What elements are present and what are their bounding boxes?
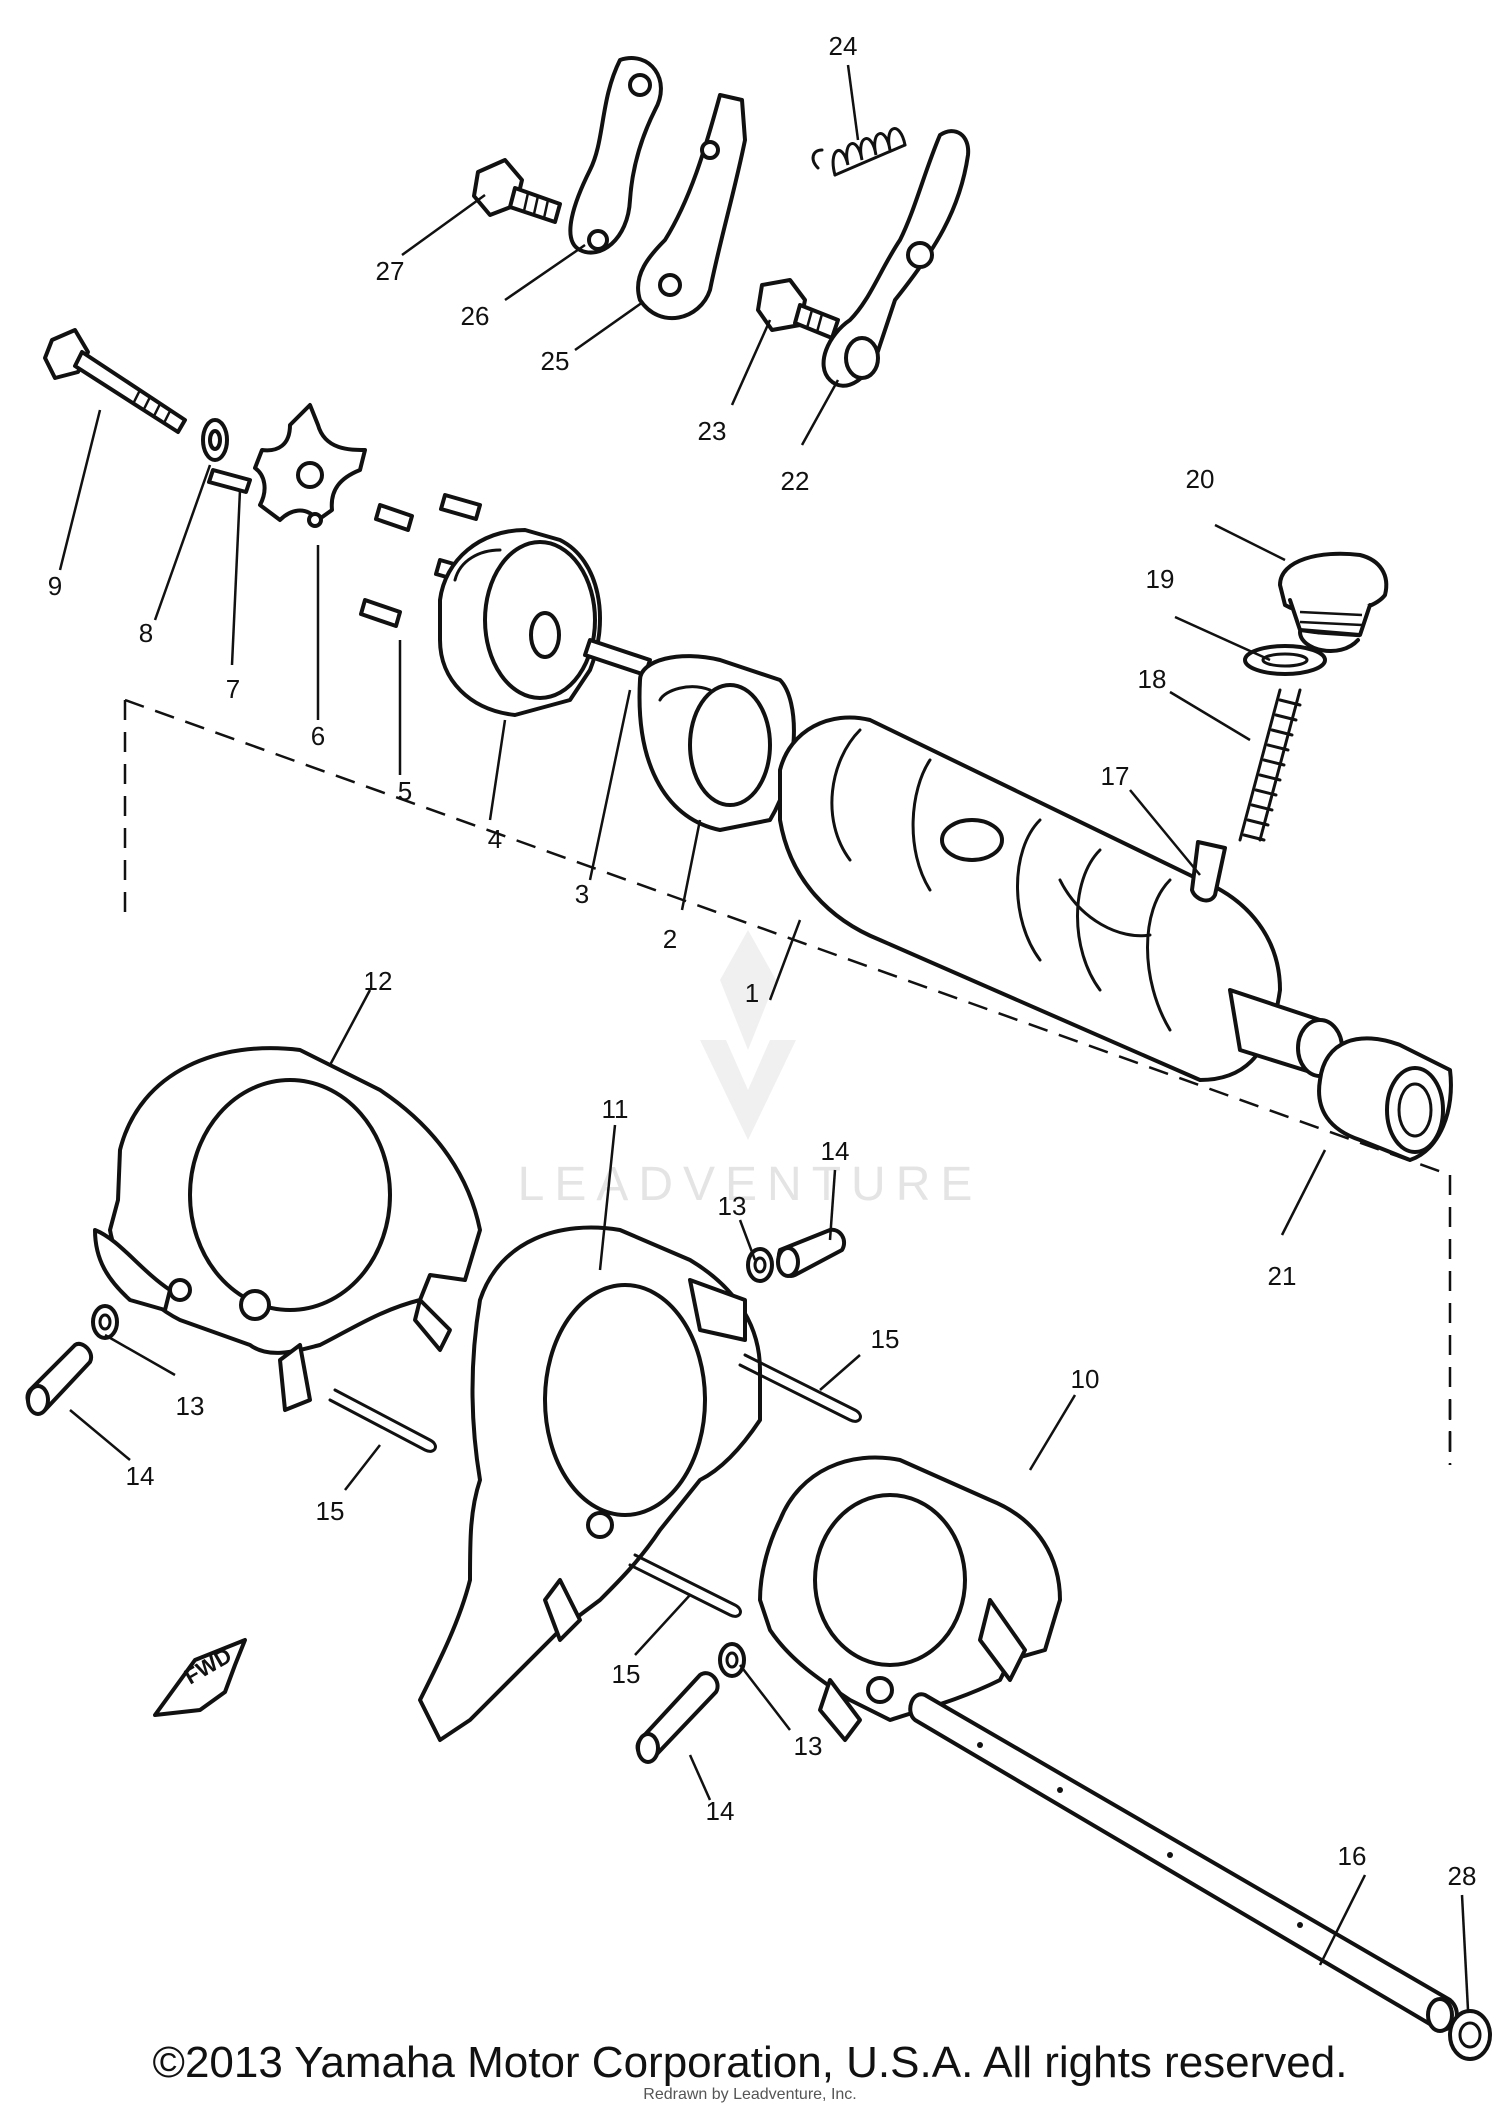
part-6-star-plate: [253, 403, 367, 528]
callout-20: 20: [1186, 464, 1215, 494]
part-13-collar-left: [91, 1304, 119, 1340]
callout-26: 26: [461, 301, 490, 331]
part-23-bolt: [756, 278, 840, 340]
part-15-cotter-pin-right: [738, 1353, 862, 1423]
callout-15-left: 15: [316, 1496, 345, 1526]
callout-6: 6: [311, 721, 325, 751]
redrawn-credit: Redrawn by Leadventure, Inc.: [643, 2086, 857, 2103]
callout-18: 18: [1138, 664, 1167, 694]
part-17-pin: [1190, 840, 1227, 903]
callout-13-left: 13: [176, 1391, 205, 1421]
part-12-shift-fork: [93, 1046, 482, 1412]
part-14-guide-bar-lower: [635, 1671, 720, 1764]
callout-13-lower: 13: [794, 1731, 823, 1761]
part-14-guide-bar-left: [25, 1341, 94, 1416]
callouts: 1 2 3 4 5 6 7 8 9 10 11 12 13 13 13 14 1…: [48, 31, 1477, 1891]
watermark: LEADVENTURE: [518, 930, 983, 1211]
callout-14-lower: 14: [706, 1796, 735, 1826]
part-20-plug: [1278, 551, 1389, 654]
callout-10: 10: [1071, 1364, 1100, 1394]
callout-22: 22: [781, 466, 810, 496]
part-2-bearing: [637, 654, 796, 832]
part-13-collar-lower: [718, 1642, 746, 1678]
part-15-cotter-pin-lower: [628, 1553, 742, 1618]
leader-lines: [58, 64, 1470, 2011]
callout-24: 24: [829, 31, 858, 61]
part-10-shift-fork: [758, 1455, 1062, 1742]
part-16-shaft: [908, 1692, 1459, 2033]
callout-8: 8: [139, 618, 153, 648]
callout-23: 23: [698, 416, 727, 446]
part-15-cotter-pin-left: [328, 1388, 437, 1453]
callout-25: 25: [541, 346, 570, 376]
part-25-plate: [636, 93, 747, 320]
callout-3: 3: [575, 879, 589, 909]
part-22-arm: [821, 129, 971, 388]
part-21-bearing: [1317, 1036, 1453, 1162]
callout-21: 21: [1268, 1261, 1297, 1291]
part-19-gasket: [1243, 644, 1327, 676]
part-7-pin: [207, 468, 252, 494]
assembly-outline: [123, 698, 1452, 1465]
callout-7: 7: [226, 674, 240, 704]
part-27-bolt: [472, 158, 562, 224]
callout-2: 2: [663, 924, 677, 954]
callout-14-left: 14: [126, 1461, 155, 1491]
callout-17: 17: [1101, 761, 1130, 791]
part-9-bolt: [43, 328, 187, 434]
part-3-dowel: [583, 638, 652, 677]
callout-12: 12: [364, 966, 393, 996]
callout-11: 11: [602, 1094, 629, 1124]
callout-28: 28: [1448, 1861, 1477, 1891]
part-8-washer: [201, 418, 229, 462]
callout-1: 1: [745, 978, 759, 1008]
callout-19: 19: [1146, 564, 1175, 594]
watermark-brand: LEADVENTURE: [518, 1158, 983, 1211]
copyright-notice: ©2013 Yamaha Motor Corporation, U.S.A. A…: [152, 2038, 1348, 2087]
part-18-spring: [1238, 688, 1302, 842]
part-24-spring: [811, 127, 907, 177]
callout-14-upper: 14: [821, 1136, 850, 1166]
part-28-circlip: [1448, 2009, 1492, 2061]
part-4-segment: [438, 528, 602, 717]
callout-27: 27: [376, 256, 405, 286]
part-11-shift-fork: [418, 1225, 762, 1742]
callout-5: 5: [398, 776, 412, 806]
part-26-plate: [568, 56, 663, 255]
callout-4: 4: [488, 824, 502, 854]
part-14-guide-bar-upper: [776, 1227, 847, 1278]
callout-9: 9: [48, 571, 62, 601]
callout-13-upper: 13: [718, 1191, 747, 1221]
callout-15-right: 15: [871, 1324, 900, 1354]
callout-15-lower: 15: [612, 1659, 641, 1689]
part-5-pins: [359, 493, 482, 628]
callout-16: 16: [1338, 1841, 1367, 1871]
fwd-arrow-icon: FWD: [153, 1638, 247, 1717]
